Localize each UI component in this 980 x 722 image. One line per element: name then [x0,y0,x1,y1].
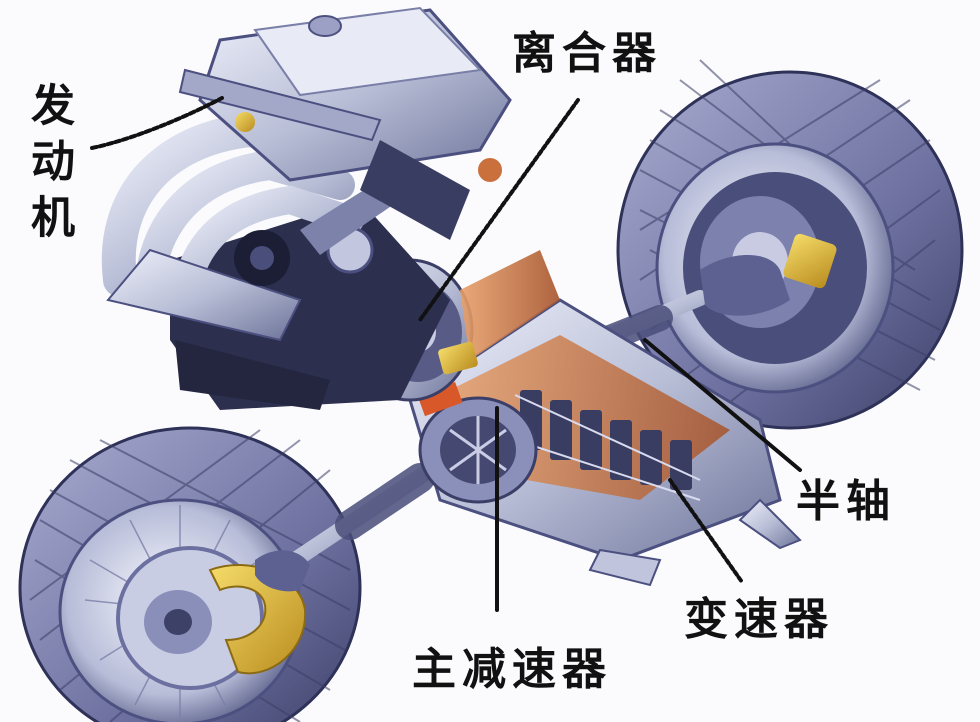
half-shaft-left [255,462,438,592]
final-drive-label: 主减速器 [412,644,612,695]
clutch-label: 离合器 [512,28,662,79]
engine-icon [101,6,512,410]
wheel-icon [18,426,362,722]
differential-icon [417,381,538,504]
half-shaft-label: 半轴 [796,476,896,527]
half-shaft-leader-line [643,338,802,472]
engine-leader-line [90,96,224,150]
gearbox-label: 变速器 [684,594,834,645]
gearbox-leader-line [668,478,744,584]
clutch-leader-line [418,98,580,322]
engine-label: 发动机 [23,82,74,250]
